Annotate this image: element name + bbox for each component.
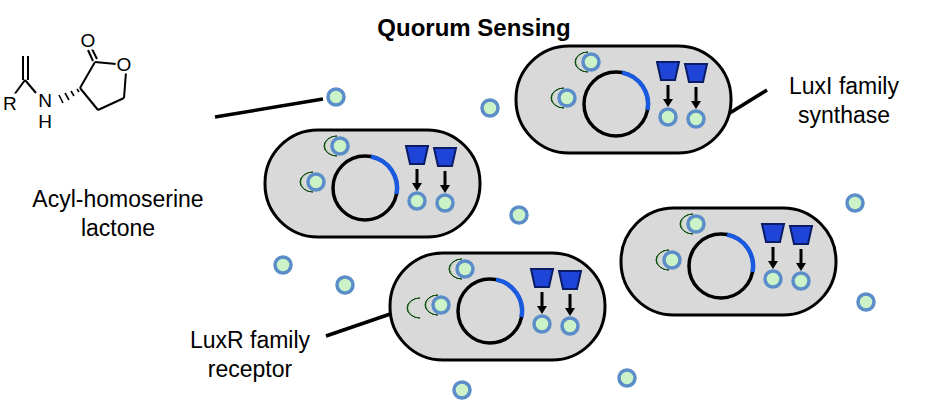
- atom-label: R: [2, 94, 18, 113]
- luxr-receptor: [407, 298, 420, 318]
- callout-label: LuxI family synthase: [771, 72, 917, 130]
- diagram-title: Quorum Sensing: [377, 13, 570, 43]
- bacterial-cell: [265, 130, 480, 237]
- bacterial-cell: [390, 253, 605, 360]
- atom-label: O: [116, 55, 133, 74]
- molecule-label: Acyl-homoserine lactone: [11, 185, 226, 243]
- atom-label: H: [37, 112, 53, 131]
- callout-label: LuxR family receptor: [175, 326, 325, 384]
- bacterial-cell: [516, 46, 731, 153]
- ahl-structure: [14, 49, 126, 110]
- atom-label: N: [37, 91, 53, 110]
- atom-label: O: [80, 31, 97, 50]
- bacterial-cell: [621, 208, 836, 315]
